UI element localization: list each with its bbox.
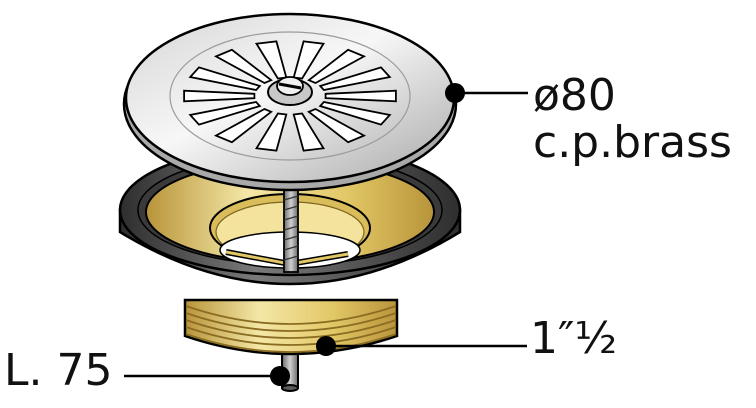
grate-slot [318, 101, 392, 126]
grate-slot [292, 112, 326, 152]
thread-size-label: 1″½ [530, 313, 618, 364]
material-label: c.p.brass [533, 117, 732, 168]
leader-length [124, 366, 290, 386]
grate-slot [307, 48, 367, 84]
grate-slot [188, 66, 262, 91]
grate-slot [324, 89, 397, 103]
centre-screw [267, 76, 313, 106]
grate-slot [213, 108, 273, 144]
grate-slot [307, 108, 367, 144]
threaded-body [183, 298, 399, 356]
grate-slot [213, 48, 273, 84]
diameter-label: ø80 [533, 70, 616, 121]
grate-slots [183, 40, 397, 152]
grate-slot [183, 89, 256, 103]
grate-slot [292, 40, 326, 80]
length-label: L. 75 [4, 345, 113, 396]
grate-slot [254, 112, 288, 152]
leader-thread [316, 336, 527, 356]
grate-slot [188, 101, 262, 126]
grate-slot [318, 66, 392, 91]
leader-diameter [445, 83, 528, 103]
